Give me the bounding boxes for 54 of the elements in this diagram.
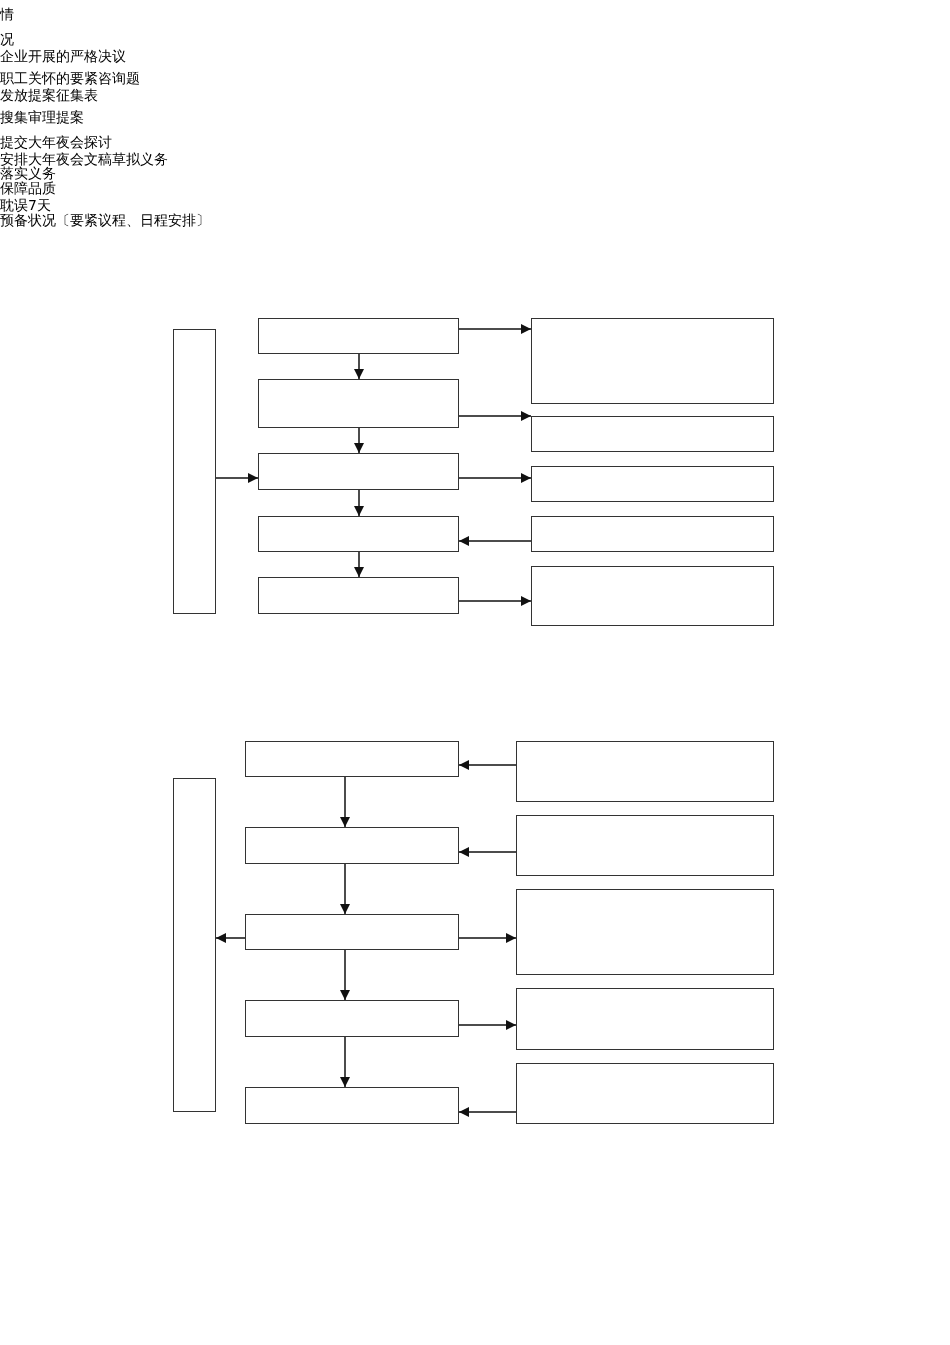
text-line: 发放提案征集表 — [0, 87, 98, 103]
empty-box — [531, 318, 774, 404]
arrow — [340, 776, 350, 828]
empty-box — [258, 318, 459, 354]
empty-box — [516, 741, 774, 802]
text-line: 提交大年夜会探讨 — [0, 134, 112, 150]
arrow — [354, 353, 364, 380]
arrow — [458, 473, 532, 483]
arrow — [340, 1036, 350, 1088]
arrow — [354, 427, 364, 454]
text-line: 况 — [0, 31, 14, 47]
empty-box — [531, 416, 774, 452]
empty-box — [531, 466, 774, 502]
text-line: 职工关怀的要紧咨询题 — [0, 70, 140, 86]
arrow — [354, 551, 364, 578]
empty-box — [173, 778, 216, 1112]
empty-box — [258, 516, 459, 552]
text-line: 预备状况〔要紧议程、日程安排〕 — [0, 212, 210, 228]
arrow — [458, 536, 532, 546]
empty-box — [245, 914, 459, 950]
empty-box — [245, 827, 459, 864]
text-line: 情 — [0, 6, 14, 22]
arrow — [340, 949, 350, 1001]
arrow — [458, 1107, 517, 1117]
arrow — [458, 847, 517, 857]
text-line: 落实义务 — [0, 165, 56, 181]
empty-box — [258, 577, 459, 614]
empty-box — [173, 329, 216, 614]
empty-box — [245, 1087, 459, 1124]
empty-box — [516, 988, 774, 1050]
empty-box — [531, 516, 774, 552]
empty-box — [531, 566, 774, 626]
empty-box — [516, 1063, 774, 1124]
text-line: 搜集审理提案 — [0, 109, 84, 125]
text-line: 安排大年夜会文稿草拟义务 — [0, 151, 168, 167]
text-line: 保障品质 — [0, 180, 56, 196]
empty-box — [258, 453, 459, 490]
arrow — [340, 863, 350, 915]
empty-box — [245, 741, 459, 777]
arrow — [458, 1020, 517, 1030]
arrow — [354, 489, 364, 517]
arrow — [458, 324, 532, 334]
empty-box — [516, 889, 774, 975]
arrow — [215, 933, 246, 943]
arrow — [458, 760, 517, 770]
text-line: 企业开展的严格决议 — [0, 48, 126, 64]
empty-box — [258, 379, 459, 428]
arrow — [458, 596, 532, 606]
arrow — [458, 411, 532, 421]
arrow — [458, 933, 517, 943]
empty-box — [516, 815, 774, 876]
text-line: 耽误7天 — [0, 197, 51, 213]
arrow — [215, 473, 259, 483]
empty-box — [245, 1000, 459, 1037]
